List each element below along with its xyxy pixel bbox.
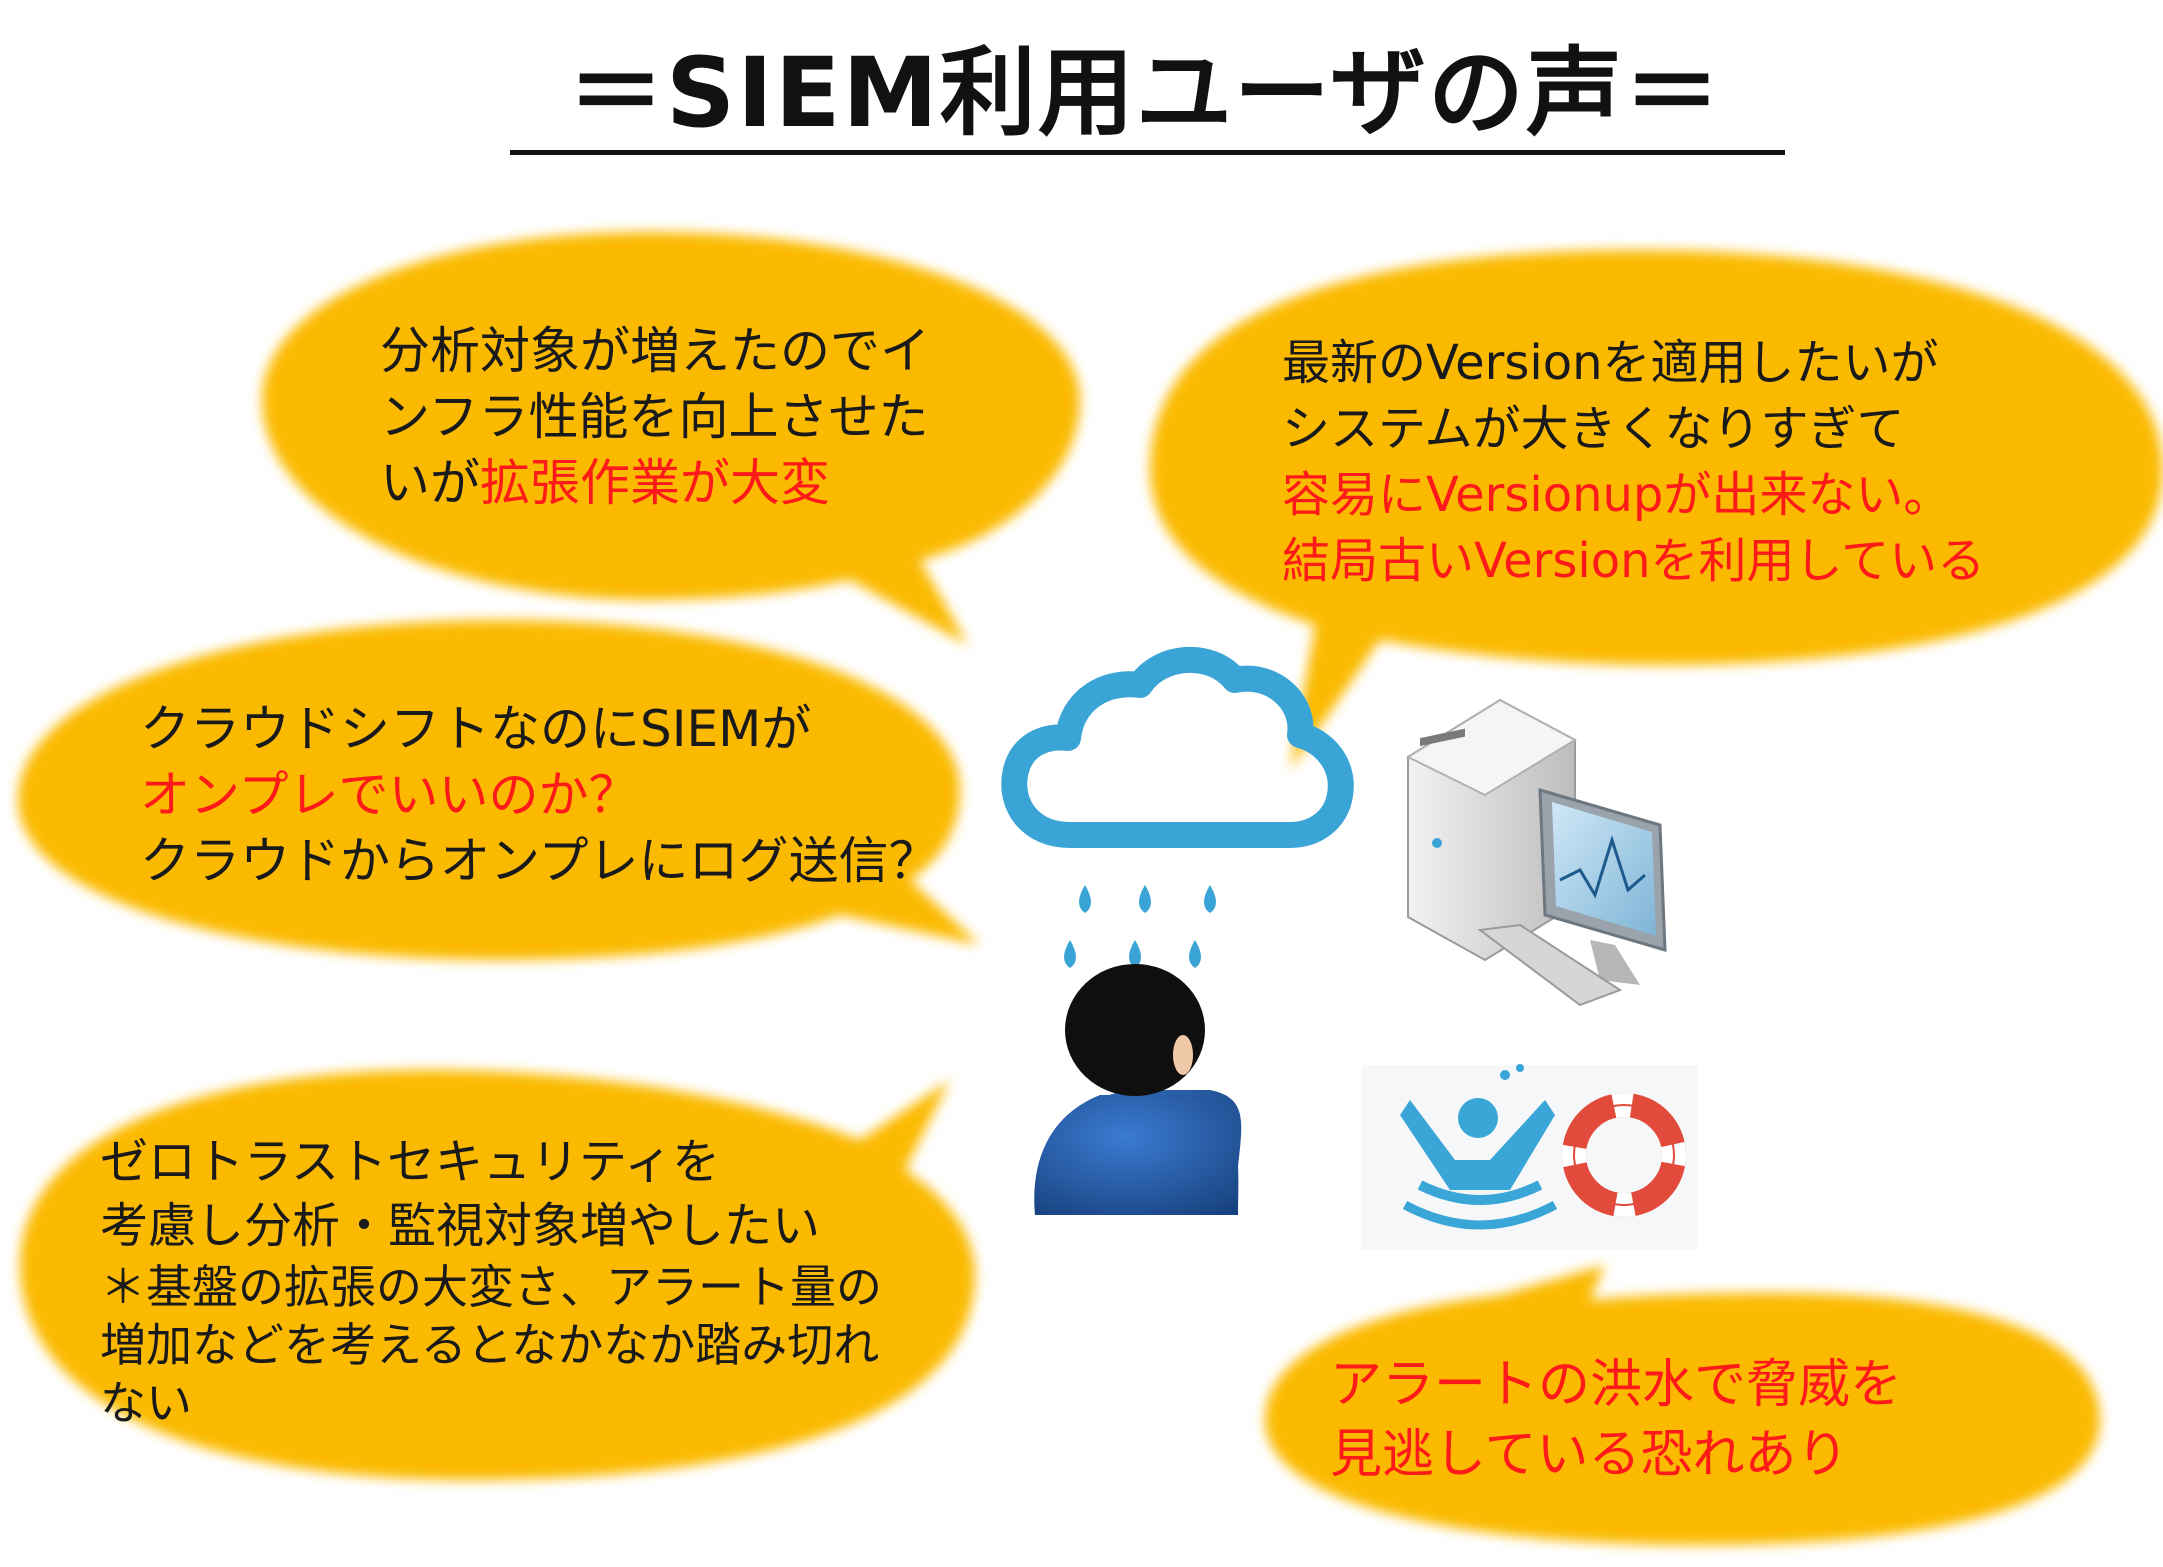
emphasis-text: 見逃している恐れあり bbox=[1330, 1425, 1849, 1485]
worried-user-icon bbox=[1034, 964, 1242, 1215]
text-run: システムが大きくなりすぎて bbox=[1282, 401, 1905, 457]
drowning-person-icon bbox=[1362, 1064, 1697, 1250]
speech-bubble-version-upgrade bbox=[1150, 250, 2163, 770]
bubble-line: クラウドからオンプレにログ送信？ bbox=[140, 828, 939, 894]
text-run: 最新のVersionを適用したいが bbox=[1282, 335, 1939, 391]
bubble-text-alert-flood: アラートの洪水で脅威を 見逃している恐れあり bbox=[1330, 1350, 1902, 1490]
bubble-text-version-upgrade: 最新のVersionを適用したいが システムが大きくなりすぎて 容易にVersi… bbox=[1282, 330, 1985, 594]
page-title: ＝SIEM利用ユーザの声＝ bbox=[567, 37, 1723, 149]
title-underline bbox=[510, 150, 1785, 155]
bubble-line: アラートの洪水で脅威を bbox=[1330, 1350, 1902, 1420]
bubble-line: 容易にVersionupが出来ない。 bbox=[1282, 462, 1985, 528]
speech-bubble-zero-trust bbox=[20, 1070, 975, 1480]
speech-bubble-alert-flood bbox=[1265, 1265, 2100, 1545]
emphasis-text: 結局古いVersionを利用している bbox=[1282, 533, 1986, 589]
speech-bubble-infra-expansion bbox=[262, 232, 1080, 645]
bubble-text-infra-expansion: 分析対象が増えたのでイ ンフラ性能を向上させた いが拡張作業が大変 bbox=[380, 318, 930, 516]
text-run: クラウドからオンプレにログ送信？ bbox=[140, 832, 939, 890]
bubble-line: 見逃している恐れあり bbox=[1330, 1420, 1902, 1490]
bubble-line: システムが大きくなりすぎて bbox=[1282, 396, 1985, 462]
bubble-line: ＊基盤の拡張の大変さ、アラート量の bbox=[100, 1258, 882, 1316]
bubble-line: 結局古いVersionを利用している bbox=[1282, 528, 1985, 594]
text-run: ゼロトラストセキュリティを bbox=[100, 1134, 721, 1190]
bubble-line: ゼロトラストセキュリティを bbox=[100, 1130, 882, 1194]
bubble-line: 考慮し分析・監視対象増やしたい bbox=[100, 1194, 882, 1258]
rain-cloud-icon bbox=[1001, 647, 1354, 968]
text-run: 考慮し分析・監視対象増やしたい bbox=[100, 1198, 821, 1254]
bubble-line: 分析対象が増えたのでイ bbox=[380, 318, 930, 384]
bubble-line: 増加などを考えるとなかなか踏み切れ bbox=[100, 1316, 882, 1374]
bubble-line: 最新のVersionを適用したいが bbox=[1282, 330, 1985, 396]
bubble-text-zero-trust: ゼロトラストセキュリティを 考慮し分析・監視対象増やしたい ＊基盤の拡張の大変さ… bbox=[100, 1130, 882, 1432]
text-run: 増加などを考えるとなかなか踏み切れ bbox=[100, 1318, 880, 1372]
bubble-line: オンプレでいいのか？ bbox=[140, 762, 939, 828]
text-run: ない bbox=[100, 1376, 192, 1430]
text-run: いが bbox=[380, 454, 480, 512]
emphasis-text: 容易にVersionupが出来ない。 bbox=[1282, 467, 1952, 523]
emphasis-text: 拡張作業が大変 bbox=[480, 454, 830, 512]
bubble-text-cloud-shift: クラウドシフトなのにSIEMが オンプレでいいのか？ クラウドからオンプレにログ… bbox=[140, 696, 939, 894]
life-ring-icon bbox=[1562, 1093, 1686, 1217]
bubble-line: クラウドシフトなのにSIEMが bbox=[140, 696, 939, 762]
bubble-line: いが拡張作業が大変 bbox=[380, 450, 930, 516]
bubble-line: ない bbox=[100, 1374, 882, 1432]
text-run: ンフラ性能を向上させた bbox=[380, 388, 929, 446]
text-run: クラウドシフトなのにSIEMが bbox=[140, 700, 812, 758]
text-run: ＊基盤の拡張の大変さ、アラート量の bbox=[100, 1260, 882, 1314]
desktop-computer-icon bbox=[1405, 698, 1667, 1007]
text-run: 分析対象が増えたのでイ bbox=[380, 322, 930, 380]
speech-bubble-cloud-shift bbox=[18, 620, 980, 960]
emphasis-text: オンプレでいいのか？ bbox=[140, 766, 639, 824]
bubble-line: ンフラ性能を向上させた bbox=[380, 384, 930, 450]
emphasis-text: アラートの洪水で脅威を bbox=[1330, 1355, 1903, 1415]
